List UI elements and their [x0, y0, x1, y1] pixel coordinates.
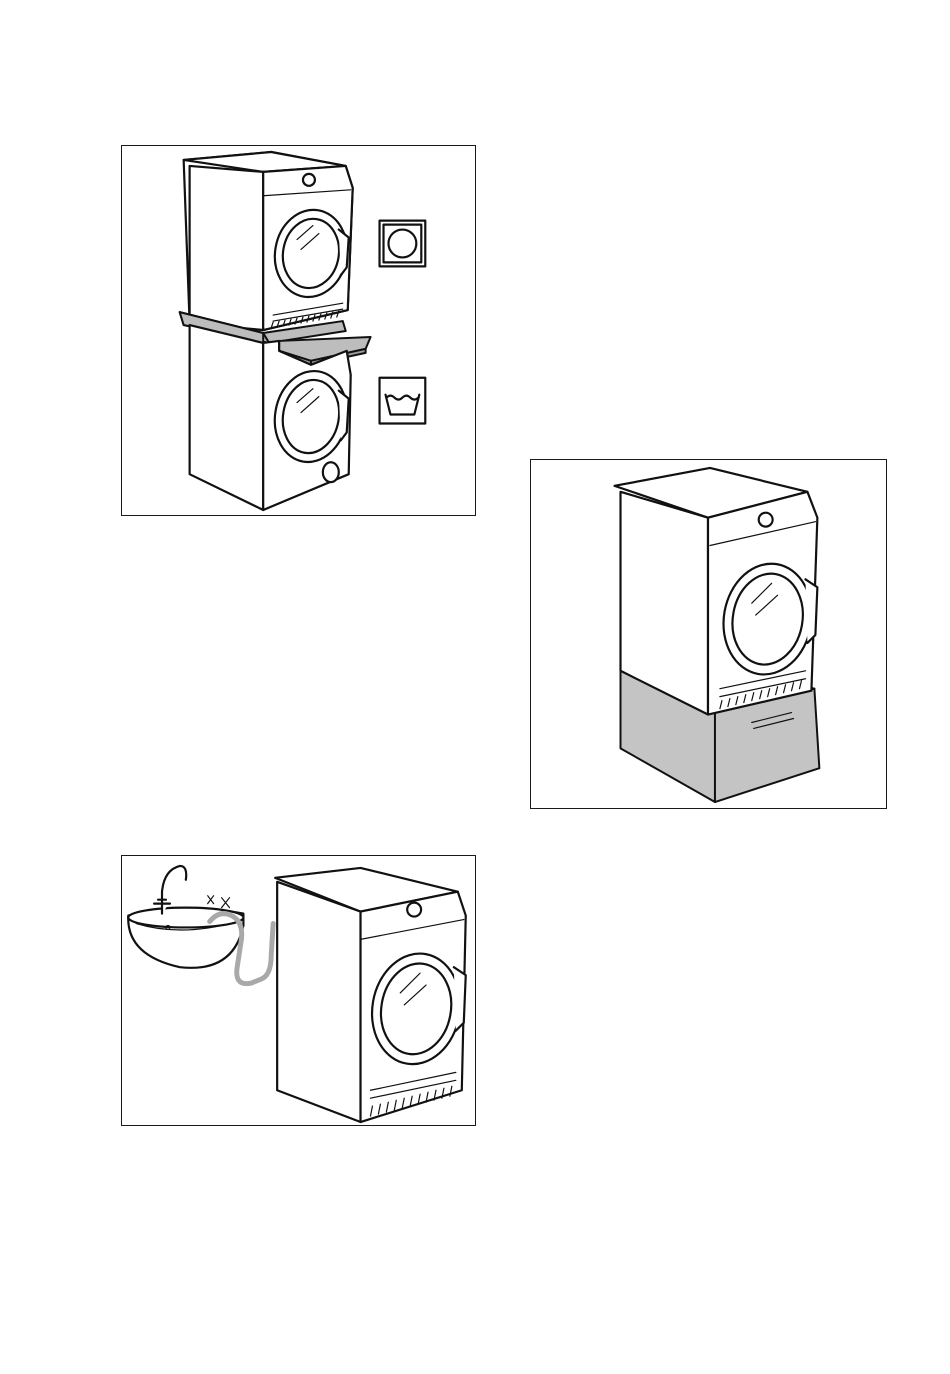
dryer-unit [184, 152, 354, 330]
tumble-dryer-symbol-icon [380, 221, 426, 267]
stacked-dryer-washer-drawing [122, 146, 475, 515]
sink [128, 866, 243, 968]
dryer-sink-drain-drawing [122, 856, 475, 1125]
dryer-unit [275, 868, 469, 1122]
dryer-on-pedestal-drawing [531, 460, 886, 808]
washing-machine-symbol-icon [380, 378, 426, 424]
stacking-kit-illustration [121, 145, 476, 516]
pedestal-illustration [530, 459, 887, 809]
sink-drain-illustration [121, 855, 476, 1126]
dryer-unit [615, 468, 821, 715]
